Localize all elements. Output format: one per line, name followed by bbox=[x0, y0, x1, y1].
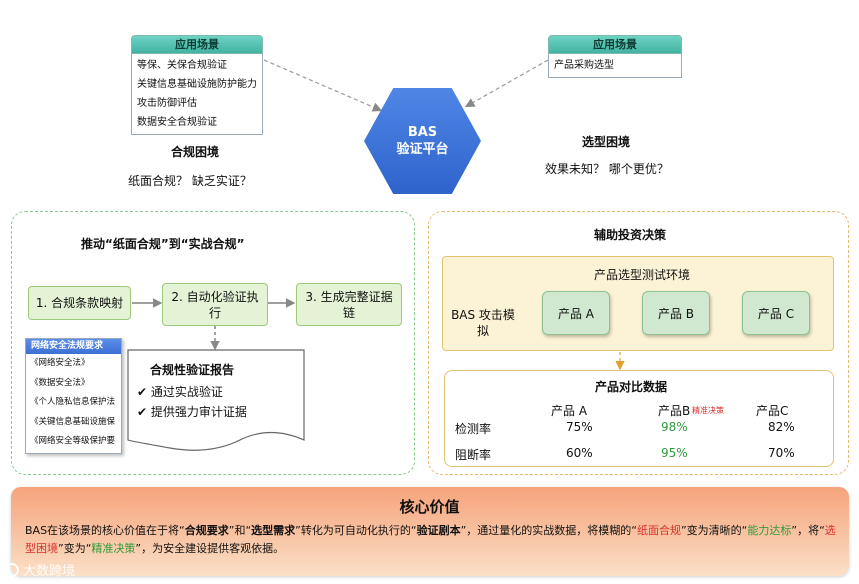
core-text-part: ”转化为可自动化执行的“ bbox=[295, 524, 417, 537]
bas-attack-label: BAS 攻击模拟 bbox=[451, 308, 515, 338]
compliance-dilemma-title: 合规困境 bbox=[171, 145, 220, 159]
core-text-part: ”变为清晰的“ bbox=[680, 524, 748, 537]
regulation-item: 《个人隐私信息保护法 bbox=[30, 397, 116, 407]
compare-value-highlight: 95% bbox=[661, 446, 688, 460]
compare-column-header: 产品 A bbox=[551, 404, 588, 418]
report-item: ✔ 提供强力审计证据 bbox=[137, 405, 247, 419]
left-scenario-card: 应用场景 等保、关保合规验证 关键信息基础设施防护能力 攻击防御评估 数据安全合… bbox=[131, 35, 263, 135]
report-title: 合规性验证报告 bbox=[150, 363, 235, 377]
core-value-title: 核心价值 bbox=[399, 498, 460, 516]
left-scenario-item: 关键信息基础设施防护能力 bbox=[137, 79, 257, 90]
step-mapping: 1. 合规条款映射 bbox=[28, 286, 131, 320]
selection-dilemma-text: 效果未知？ 哪个更优？ bbox=[545, 162, 669, 176]
right-scenario-item: 产品采购选型 bbox=[554, 60, 614, 71]
compare-row-label: 检测率 bbox=[455, 422, 492, 436]
precise-decision-badge: 精准决策 bbox=[692, 406, 724, 415]
left-scenario-item: 攻击防御评估 bbox=[137, 98, 197, 109]
core-text-bold: 选型需求 bbox=[251, 524, 296, 537]
regulation-item: 《网络安全等级保护要 bbox=[30, 436, 116, 446]
regulation-item: 《网络安全法》 bbox=[30, 358, 90, 368]
core-text-green: 精准决策 bbox=[91, 542, 136, 555]
step-evidence-chain: 3. 生成完整证据链 bbox=[296, 283, 402, 326]
compare-value: 60% bbox=[566, 446, 593, 460]
comparison-box bbox=[444, 370, 834, 467]
investment-panel-title: 辅助投资决策 bbox=[594, 228, 667, 242]
compare-row-label: 阻断率 bbox=[455, 448, 492, 462]
compliance-panel bbox=[11, 211, 415, 475]
left-scenario-card-header: 应用场景 bbox=[131, 35, 263, 54]
compare-value-highlight: 98% bbox=[661, 420, 688, 434]
core-text-part: ”，为安全建设提供客观依据。 bbox=[135, 542, 285, 555]
core-text-green: 能力达标 bbox=[747, 524, 792, 537]
compare-value: 75% bbox=[566, 420, 593, 434]
selection-dilemma-title: 选型困境 bbox=[582, 135, 631, 149]
product-b-node: 产品 B bbox=[642, 291, 710, 335]
right-scenario-card-header: 应用场景 bbox=[548, 35, 682, 54]
core-text-part: ”和“ bbox=[228, 524, 252, 537]
core-text-part: ”，通过量化的实战数据，将模糊的“ bbox=[460, 524, 637, 537]
compliance-panel-title: 推动“纸面合规”到“实战合规” bbox=[81, 237, 245, 251]
regulation-card-header: 网络安全法规要求 bbox=[26, 339, 121, 354]
regulation-card: 网络安全法规要求 《网络安全法》 《数据安全法》 《个人隐私信息保护法 《关键信… bbox=[25, 338, 122, 454]
compliance-dilemma-text: 纸面合规？ 缺乏实证？ bbox=[128, 174, 252, 188]
core-value-text: BAS在该场景的核心价值在于将“合规要求”和“选型需求”转化为可自动化执行的“验… bbox=[25, 522, 837, 558]
hex-line1: BAS bbox=[407, 125, 438, 140]
watermark-logo-icon bbox=[5, 562, 19, 577]
investment-panel bbox=[428, 211, 849, 475]
left-scenario-card-body: 等保、关保合规验证 关键信息基础设施防护能力 攻击防御评估 数据安全合规验证 bbox=[131, 54, 263, 135]
compare-column-header: 产品B bbox=[658, 404, 691, 418]
core-value-banner bbox=[11, 487, 849, 576]
step-auto-verify: 2. 自动化验证执行 bbox=[162, 283, 268, 326]
left-card-to-hex-arrow bbox=[263, 59, 383, 112]
core-text-red: 纸面合规 bbox=[636, 524, 681, 537]
core-text-bold: 验证剧本 bbox=[416, 524, 461, 537]
watermark: 大数跨境 bbox=[5, 560, 75, 579]
left-scenario-item: 数据安全合规验证 bbox=[137, 117, 217, 128]
left-scenario-item: 等保、关保合规验证 bbox=[137, 60, 227, 71]
regulation-item: 《关键信息基础设施保 bbox=[30, 416, 116, 427]
report-item: ✔ 通过实战验证 bbox=[137, 385, 223, 399]
test-environment-title: 产品选型测试环境 bbox=[594, 268, 691, 282]
right-card-to-hex-arrow bbox=[464, 59, 549, 108]
core-text-part: ”，将“ bbox=[791, 524, 825, 537]
product-a-node: 产品 A bbox=[542, 291, 610, 335]
core-text-red: 选型困境 bbox=[25, 524, 836, 555]
watermark-text: 大数跨境 bbox=[23, 564, 76, 579]
product-c-node: 产品 C bbox=[742, 291, 810, 335]
compare-value: 82% bbox=[768, 420, 795, 434]
right-scenario-card-body: 产品采购选型 bbox=[548, 54, 682, 78]
regulation-item: 《数据安全法》 bbox=[30, 377, 90, 388]
core-text-part: BAS在该场景的核心价值在于将“ bbox=[25, 524, 185, 537]
core-text-part: ”变为“ bbox=[58, 542, 92, 555]
core-text-bold: 合规要求 bbox=[184, 524, 229, 537]
right-scenario-card: 应用场景 产品采购选型 bbox=[548, 35, 682, 78]
hex-line2: 验证平台 bbox=[396, 142, 449, 157]
compare-value: 70% bbox=[768, 446, 795, 460]
test-environment-box bbox=[442, 256, 834, 351]
compare-column-header: 产品C bbox=[756, 404, 789, 418]
comparison-title: 产品对比数据 bbox=[595, 380, 668, 394]
